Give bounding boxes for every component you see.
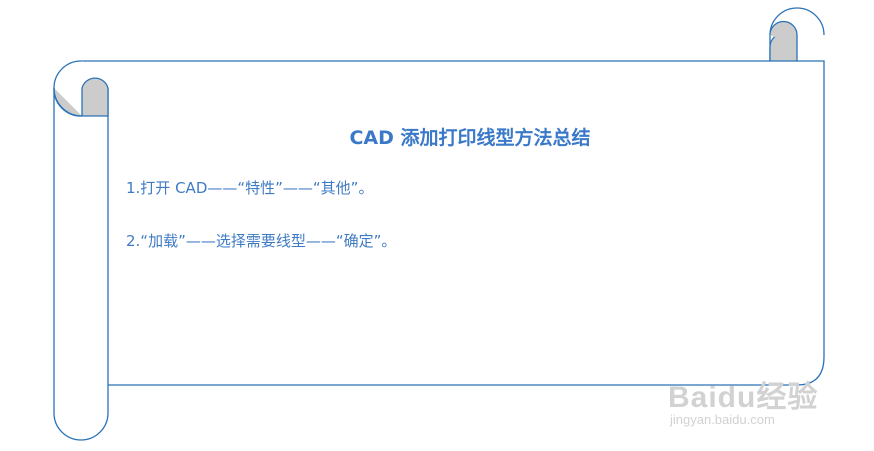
step-1-text: 1.打开 CAD——“特性”——“其他”。 [126, 179, 374, 197]
scroll-top-curl [769, 7, 825, 61]
scroll-top-curl-cap [769, 20, 798, 47]
watermark-url: jingyan.baidu.com [670, 412, 775, 427]
scroll-left-curl-edge [53, 87, 83, 117]
baidu-jingyan-watermark: Baidu经验 jingyan.baidu.com [668, 372, 838, 432]
step-2-text: 2.“加载”——选择需要线型——“确定”。 [126, 232, 397, 250]
watermark-logo: Baidu经验 [668, 381, 819, 414]
page-title: CAD 添加打印线型方法总结 [349, 127, 591, 149]
scroll-body-outline [82, 60, 825, 386]
scroll-left-roll [53, 60, 109, 441]
